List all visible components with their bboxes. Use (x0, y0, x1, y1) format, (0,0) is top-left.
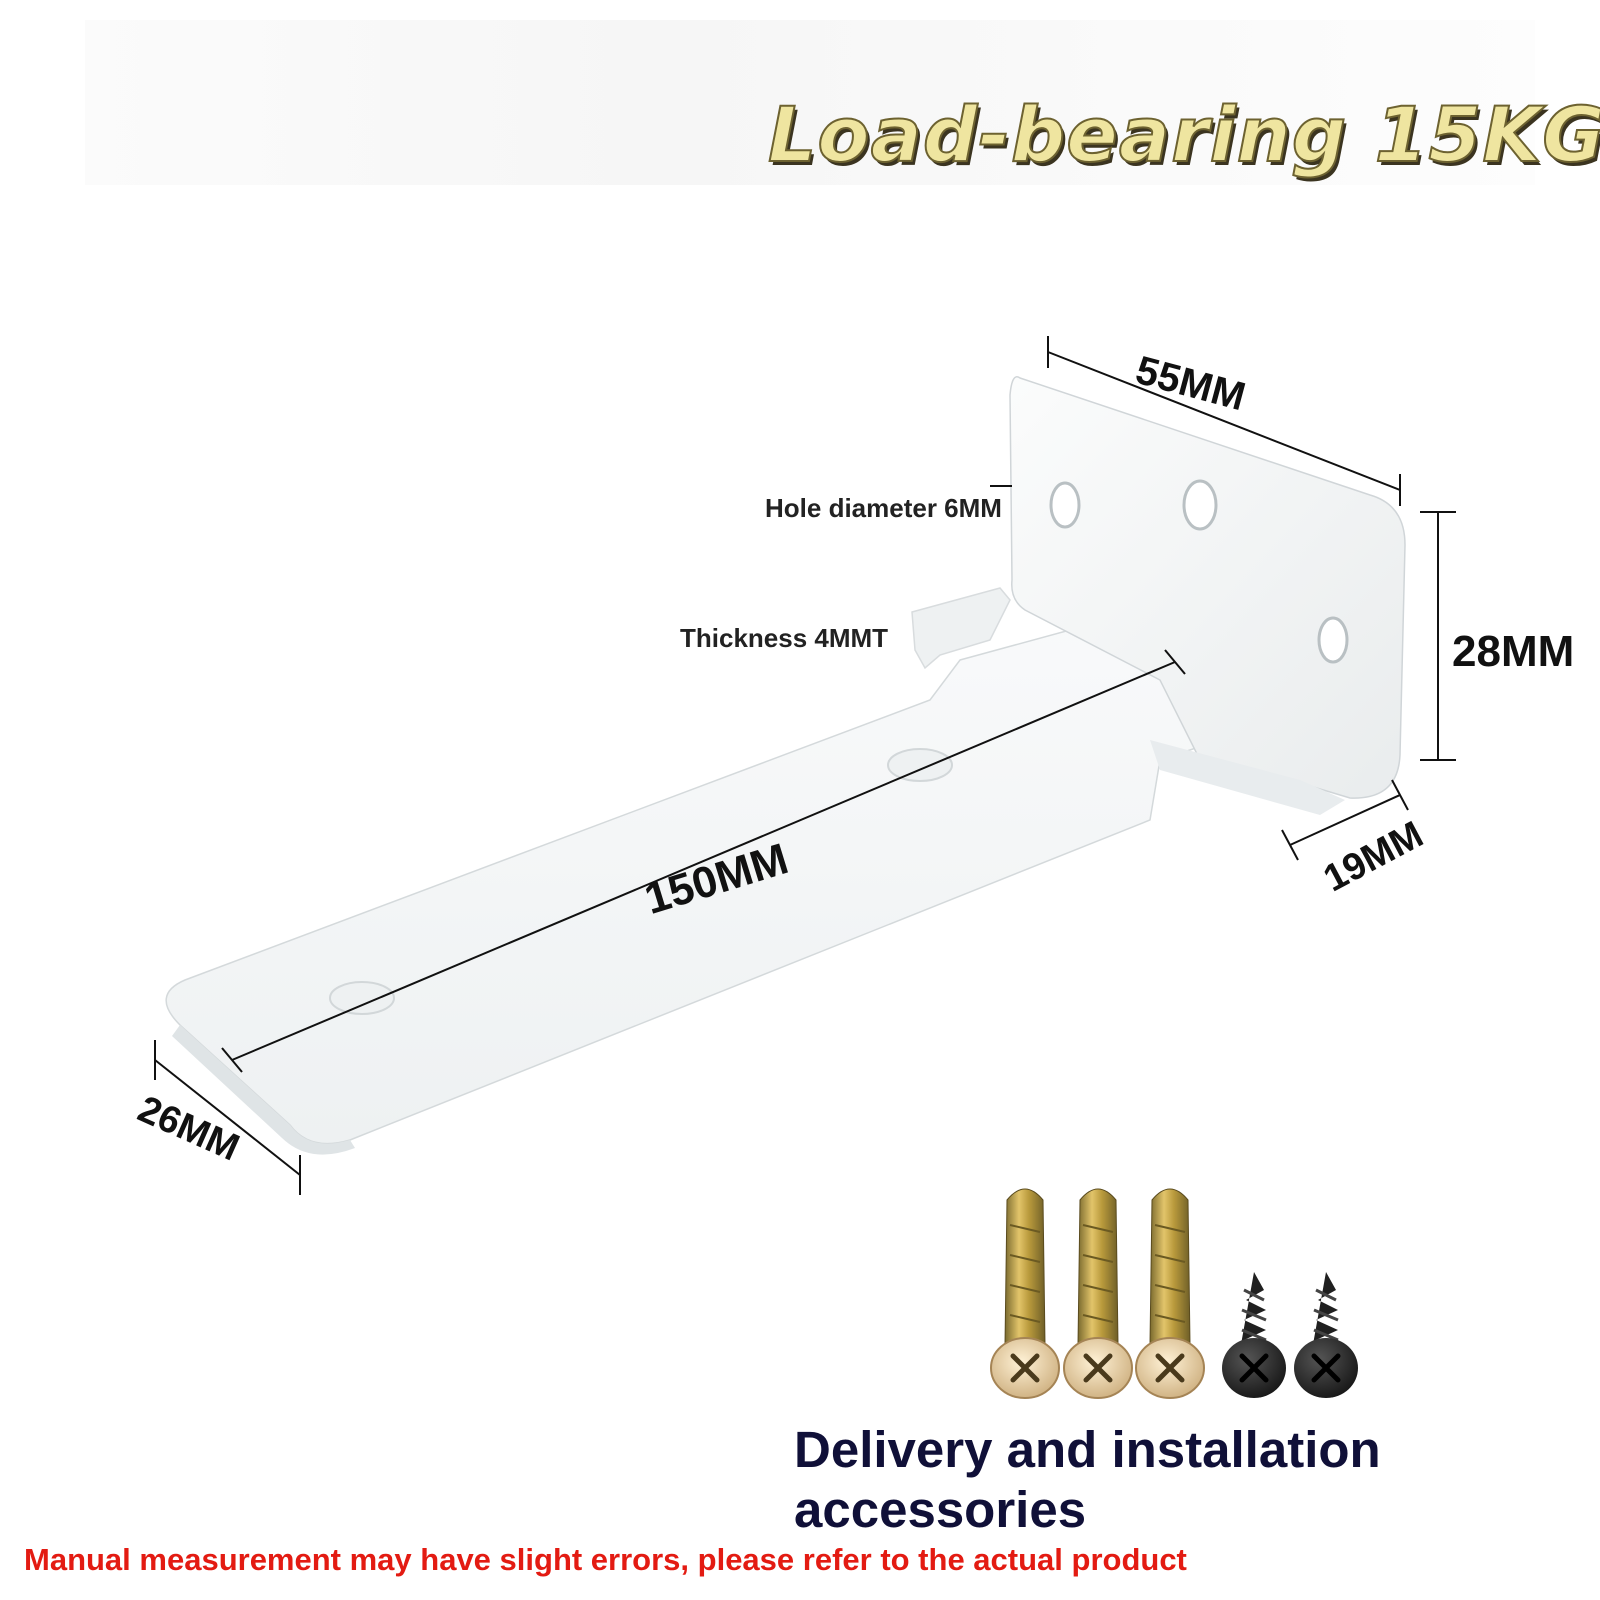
mounting-hole (1317, 616, 1349, 664)
wall-anchor (990, 1188, 1060, 1399)
bracket-vertical-plate (1009, 376, 1406, 799)
load-bearing-headline: Load-bearing 15KG (767, 89, 1600, 180)
dim-line-26 (154, 1059, 301, 1176)
dim-line-19 (1289, 794, 1401, 846)
wall-anchor (1063, 1188, 1133, 1399)
measurement-disclaimer: Manual measurement may have slight error… (24, 1542, 1187, 1577)
dim-tick (1281, 829, 1299, 861)
arm-hole (887, 748, 953, 782)
dimension-lines (154, 336, 1456, 1195)
dim-tick (1391, 779, 1409, 811)
black-screw (1222, 1272, 1286, 1398)
black-screw (1294, 1272, 1358, 1398)
accessories (990, 1188, 1358, 1399)
thickness-label: Thickness 4MMT (680, 623, 889, 653)
shelf-bracket (165, 376, 1406, 1155)
dim-tick (1164, 649, 1186, 675)
accessories-caption: Delivery and installation accessories (794, 1421, 1381, 1538)
mounting-hole (1049, 481, 1081, 529)
header-band (85, 20, 1535, 185)
mounting-hole (1182, 479, 1218, 531)
hole-diameter-label: Hole diameter 6MM (765, 493, 1002, 523)
dim-tick (221, 1047, 243, 1073)
dim-line-150 (231, 661, 1176, 1061)
wall-anchor (1135, 1188, 1205, 1399)
arm-hole (329, 981, 395, 1015)
dimension-28mm: 28MM (1452, 627, 1575, 676)
bracket-arm-edge (172, 1025, 355, 1155)
dim-line-55 (1047, 351, 1401, 491)
bracket-thickness-tab (911, 587, 1011, 670)
bracket-base-flange (1150, 740, 1345, 815)
